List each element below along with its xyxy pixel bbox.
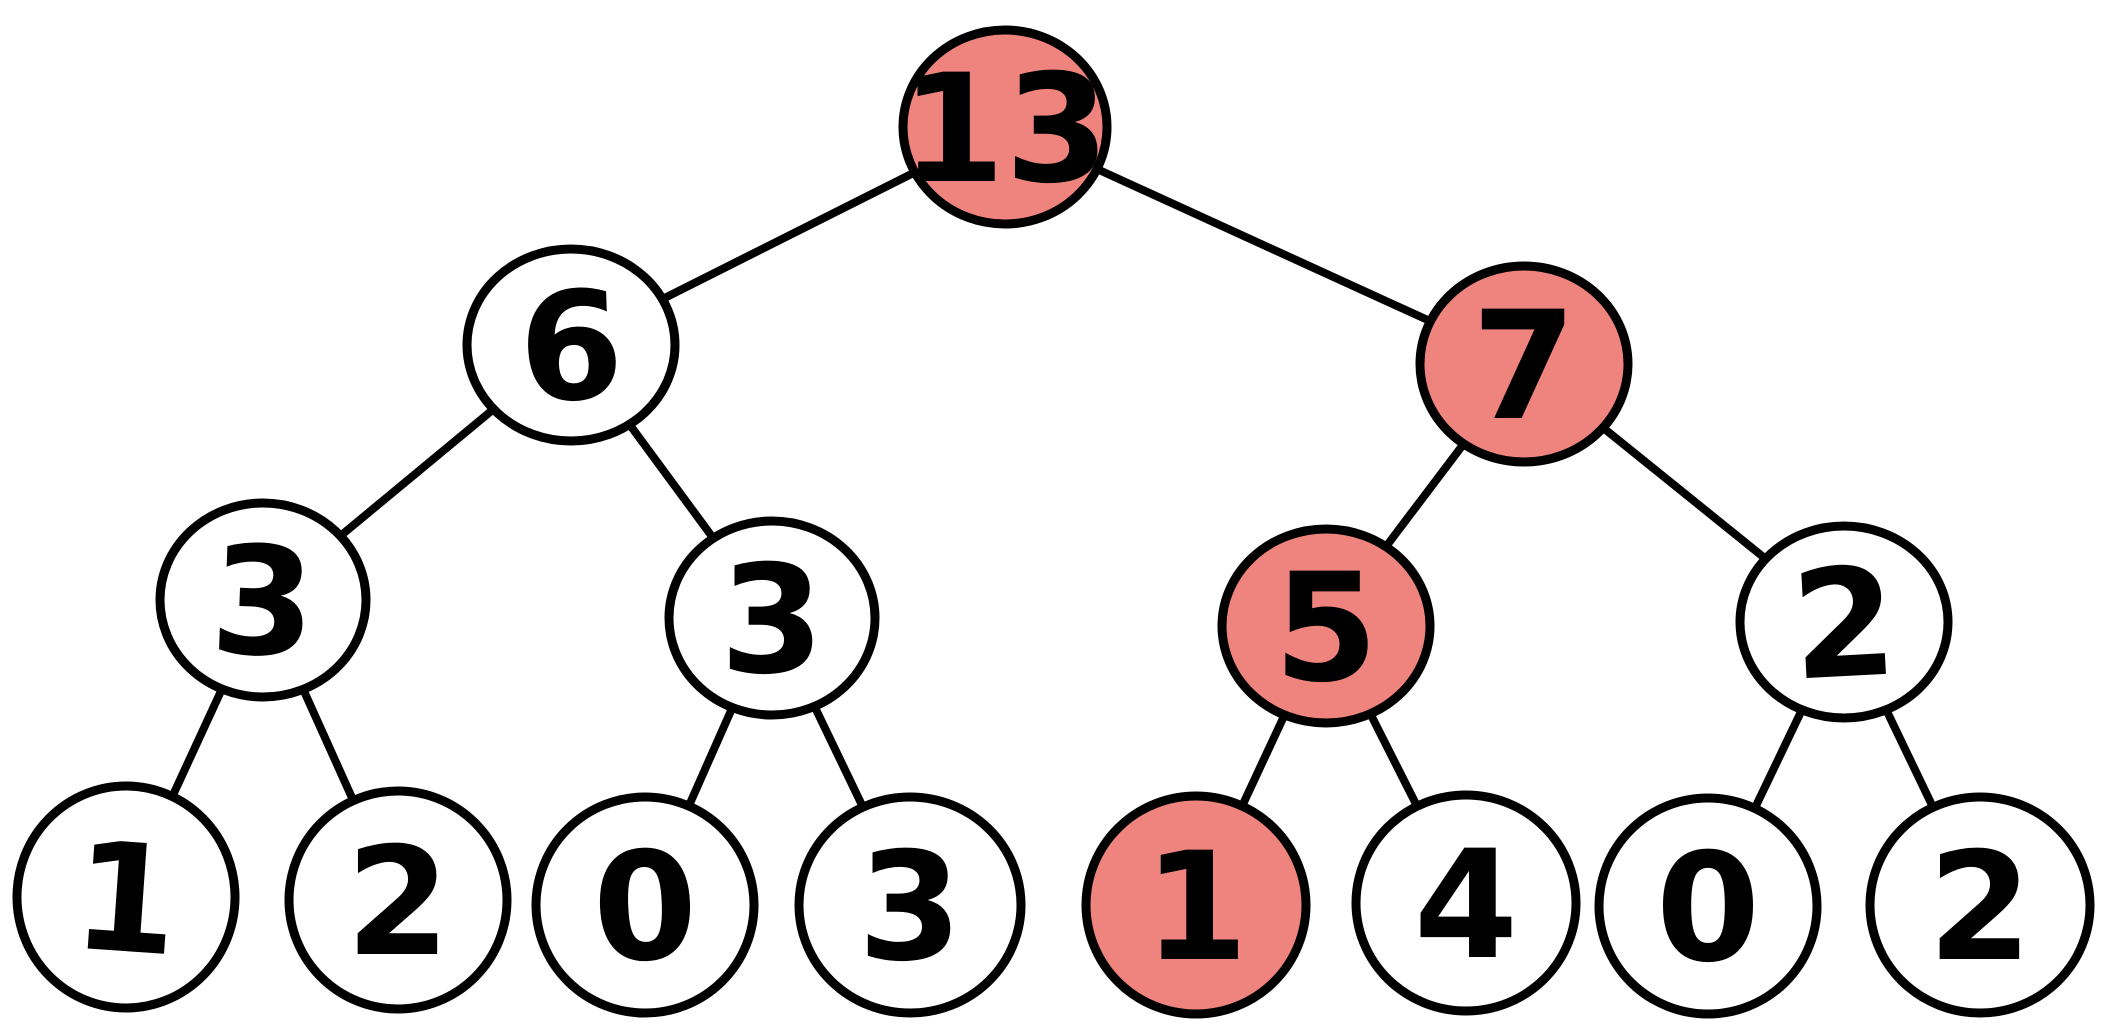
node-circle bbox=[794, 792, 1026, 1018]
tree-node-rll: 1 bbox=[1081, 791, 1311, 1019]
node-value: 3 bbox=[208, 514, 318, 692]
node-circle bbox=[531, 792, 759, 1018]
node-value: 1 bbox=[1144, 821, 1248, 995]
node-circle-highlighted bbox=[1081, 791, 1311, 1019]
node-value: 2 bbox=[1787, 535, 1900, 714]
node-circle-highlighted bbox=[1217, 524, 1435, 728]
tree-node-rr: 2 bbox=[1735, 521, 1953, 723]
node-value: 7 bbox=[1472, 280, 1576, 454]
node-value: 0 bbox=[590, 819, 700, 997]
tree-node-rrl: 0 bbox=[1594, 793, 1822, 1019]
node-value: 5 bbox=[1274, 542, 1378, 716]
tree-node-rl: 5 bbox=[1217, 524, 1435, 728]
node-circle bbox=[1865, 792, 2095, 1018]
node-circle bbox=[12, 781, 240, 1013]
node-circle bbox=[1594, 793, 1822, 1019]
node-value: 2 bbox=[1928, 821, 2032, 995]
tree-node-lll: 1 bbox=[12, 781, 240, 1013]
node-circle bbox=[664, 516, 880, 720]
tree-node-rrr: 2 bbox=[1865, 792, 2095, 1018]
node-value: 3 bbox=[720, 534, 824, 708]
node-circle bbox=[462, 244, 680, 446]
node-circle bbox=[284, 786, 512, 1014]
node-value: 3 bbox=[858, 821, 962, 995]
node-circle-highlighted bbox=[1415, 261, 1633, 467]
tree-node-root: 13 bbox=[898, 25, 1112, 229]
node-value: 2 bbox=[346, 816, 450, 990]
tree-node-rlr: 4 bbox=[1351, 790, 1581, 1016]
node-value: 0 bbox=[1656, 822, 1760, 996]
node-value: 6 bbox=[516, 259, 626, 437]
node-circle-highlighted bbox=[898, 25, 1112, 229]
tree-node-l: 6 bbox=[462, 244, 680, 446]
tree-node-ll: 3 bbox=[155, 498, 371, 702]
node-value: 1 bbox=[68, 810, 184, 991]
node-circle bbox=[155, 498, 371, 702]
tree-node-llr: 2 bbox=[284, 786, 512, 1014]
node-circle bbox=[1351, 790, 1581, 1016]
tree-node-lrl: 0 bbox=[531, 792, 759, 1018]
node-value: 13 bbox=[901, 43, 1110, 217]
node-value: 4 bbox=[1414, 819, 1518, 993]
tree-node-lrr: 3 bbox=[794, 792, 1026, 1018]
tree-node-r: 7 bbox=[1415, 261, 1633, 467]
tree-node-lr: 3 bbox=[664, 516, 880, 720]
node-circle bbox=[1735, 521, 1953, 723]
